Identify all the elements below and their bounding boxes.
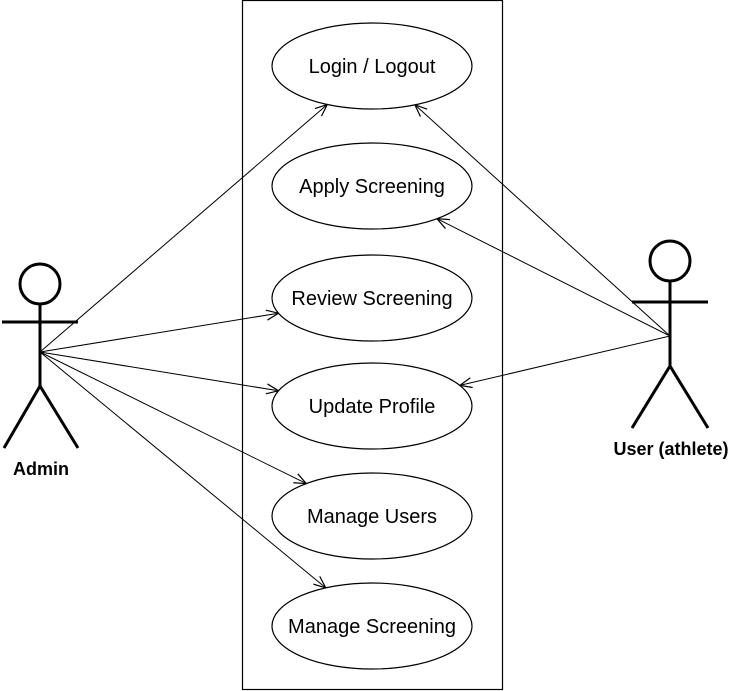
association-user-to-update [460,335,671,385]
actor-user-head [648,239,692,283]
use-case-update-label: Update Profile [309,396,436,418]
use-case-review-ellipse [271,254,473,342]
use-case-apply-ellipse [271,142,473,230]
use-case-manage-users-label: Manage Users [307,506,437,528]
actor-admin-label: Admin [13,459,69,479]
use-case-manage-screening-label: Manage Screening [288,616,456,638]
use-case-apply-label: Apply Screening [299,176,445,198]
use-case-apply[interactable]: Apply Screening [271,142,473,230]
association-admin-to-review [39,313,279,353]
actor-user[interactable]: User (athlete) [613,239,729,459]
association-user-to-apply [437,219,671,337]
association-user-to-login [415,105,671,337]
actor-user-right-leg [668,365,710,429]
use-case-review-label: Review Screening [291,288,452,310]
use-case-update[interactable]: Update Profile [271,362,473,450]
use-case-manage-screening[interactable]: Manage Screening [271,582,473,670]
association-admin-to-manage-screening [39,351,326,588]
system-boundary [241,0,504,691]
actor-admin-left-leg [2,385,42,449]
actor-admin-head [18,262,62,306]
association-admin-to-manage-users [39,351,306,484]
association-admin-to-login [39,105,327,353]
use-case-review[interactable]: Review Screening [271,254,473,342]
actor-admin[interactable]: Admin [2,262,80,479]
use-case-login[interactable]: Login / Logout [271,22,473,110]
use-case-login-label: Login / Logout [309,56,436,78]
use-case-update-ellipse [271,362,473,450]
actor-user-label: User (athlete) [613,439,728,459]
actor-user-left-leg [630,365,672,429]
use-case-manage-screening-ellipse [271,582,473,670]
actor-admin-right-leg [38,385,80,449]
use-case-manage-users[interactable]: Manage Users [271,472,473,560]
associations [39,105,671,588]
use-case-login-ellipse [271,22,473,110]
use-case-manage-users-ellipse [271,472,473,560]
association-admin-to-update [39,351,279,391]
